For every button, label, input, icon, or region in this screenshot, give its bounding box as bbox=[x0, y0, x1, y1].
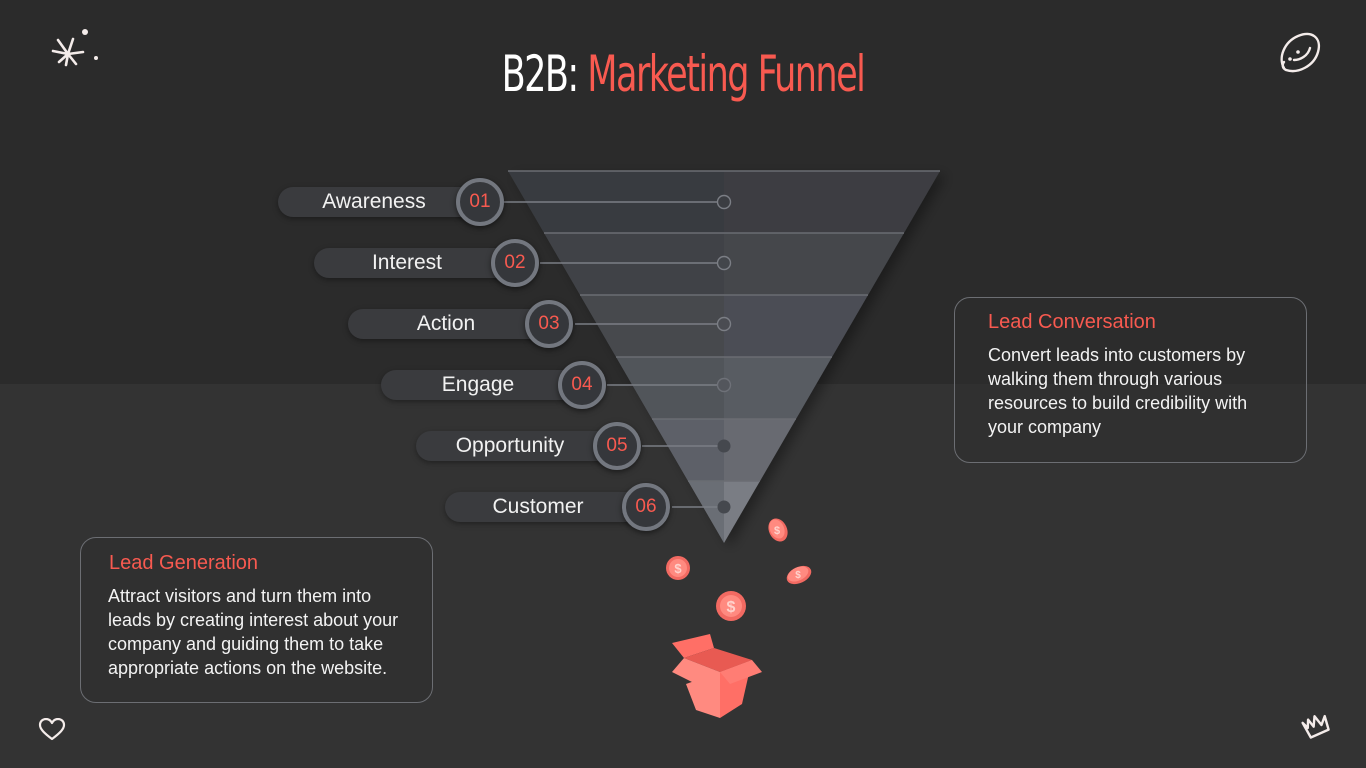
heart-icon bbox=[38, 718, 66, 741]
stage-opportunity-pill: Opportunity bbox=[416, 431, 616, 461]
dollar-coin-icon: $ bbox=[768, 518, 788, 542]
card-body: Convert leads into customers by walking … bbox=[988, 343, 1298, 439]
svg-text:$: $ bbox=[727, 599, 736, 616]
dollar-coin-icon: $ bbox=[666, 556, 690, 580]
stage-awareness-pill: Awareness bbox=[278, 187, 478, 217]
stage-number-badge: 01 bbox=[456, 178, 504, 226]
stage-number-badge: 06 bbox=[622, 483, 670, 531]
lead-generation-card: Lead Generation Attract visitors and tur… bbox=[80, 537, 433, 703]
card-line: resources to build credibility with bbox=[988, 393, 1248, 413]
card-line: appropriate actions on the website. bbox=[108, 658, 388, 678]
stage-label: Awareness bbox=[322, 190, 426, 213]
svg-text:$: $ bbox=[795, 570, 801, 581]
stage-number-badge: 03 bbox=[525, 300, 573, 348]
stage-label: Action bbox=[416, 312, 476, 335]
card-line: walking them through various bbox=[988, 369, 1223, 389]
card-line: leads by creating interest about your bbox=[108, 610, 399, 630]
stage-action-pill: Action bbox=[348, 309, 548, 339]
lead-conversation-card: Lead Conversation Convert leads into cus… bbox=[954, 297, 1307, 463]
open-box-icon bbox=[672, 634, 762, 718]
card-line: Attract visitors and turn them into bbox=[108, 586, 372, 606]
card-line: your company bbox=[988, 417, 1102, 437]
title-prefix: B2B: bbox=[501, 45, 580, 103]
page-title: B2B: Marketing Funnel bbox=[150, 44, 1215, 104]
stage-label: Customer bbox=[492, 495, 584, 518]
smiley-icon bbox=[1280, 32, 1321, 73]
stage-number-badge: 05 bbox=[593, 422, 641, 470]
svg-text:$: $ bbox=[774, 525, 780, 537]
card-title: Lead Generation bbox=[109, 552, 259, 574]
dollar-coin-icon: $ bbox=[716, 591, 746, 621]
stage-label: Interest bbox=[371, 251, 443, 274]
title-main: Marketing Funnel bbox=[587, 45, 866, 103]
stage-label: Opportunity bbox=[455, 434, 565, 457]
stage-number-badge: 02 bbox=[491, 239, 539, 287]
card-body: Attract visitors and turn them into lead… bbox=[108, 584, 428, 680]
card-line: Convert leads into customers by bbox=[988, 345, 1246, 365]
card-title: Lead Conversation bbox=[988, 311, 1156, 333]
stage-number-badge: 04 bbox=[558, 361, 606, 409]
sparkle-icon bbox=[51, 29, 98, 67]
svg-text:$: $ bbox=[674, 561, 682, 576]
dollar-coin-icon: $ bbox=[786, 565, 812, 585]
stage-engage-pill: Engage bbox=[381, 370, 581, 400]
card-line: company and guiding them to take bbox=[108, 634, 384, 654]
stage-customer-pill: Customer bbox=[445, 492, 645, 522]
stage-label: Engage bbox=[441, 373, 515, 396]
stage-interest-pill: Interest bbox=[314, 248, 514, 278]
crown-icon bbox=[1301, 714, 1330, 739]
